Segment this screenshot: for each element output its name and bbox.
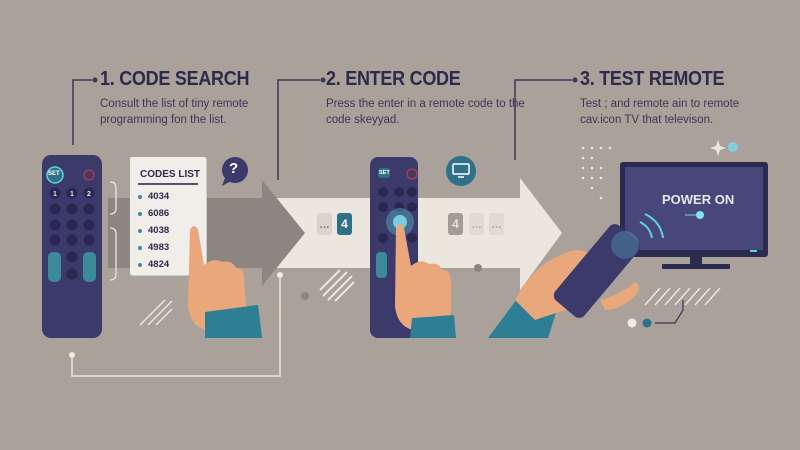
question-mark: ? [229,160,239,177]
code-item: 4983 [138,242,206,253]
step-1-description: Consult the list of tiny remote programm… [100,98,249,126]
step-2-description: Press the enter in a remote code to the … [326,98,525,126]
tv-icon [452,163,470,175]
step-3-title: 3. TEST REMOTE [580,68,725,90]
remote-control-1: 1 2 1 [42,155,102,338]
connector-lines [71,79,572,377]
code-item: 4034 [138,191,206,202]
television [620,162,768,269]
svg-text:2: 2 [87,191,91,198]
svg-text:1: 1 [70,191,74,198]
set-button-label: SET [48,171,60,177]
code-slot-ellipsis: ... [317,213,332,235]
code-item: 4824 [138,259,206,270]
code-slot-ellipsis: ... [469,213,484,235]
hatch-circle [319,269,355,302]
dot-grid [581,146,612,200]
svg-text:1: 1 [53,191,57,198]
step-2-title: 2. ENTER CODE [326,68,461,90]
hand-3-with-remote [488,213,664,338]
codes-list-paper: CODES LIST 4034 6086 4038 4983 4824 [130,157,206,275]
codes-list-heading: CODES LIST [140,169,201,180]
question-bubble [222,157,248,183]
code-item: 4038 [138,225,206,236]
hatch-lines [139,287,721,326]
step-1-title: 1. CODE SEARCH [100,68,250,90]
tv-icon-circle [446,156,476,186]
code-item: 6086 [138,208,206,219]
set-button-label-2: SET [379,170,390,176]
code-slot-digit-active: 4 [337,213,352,235]
code-slot-ellipsis: ... [489,213,504,235]
hand-2 [395,224,456,338]
step-3-description: Test ; and remote ain to remote cav.icon… [580,98,740,126]
code-slot-digit: 4 [448,213,463,235]
tv-screen-text: POWER ON [662,192,735,207]
